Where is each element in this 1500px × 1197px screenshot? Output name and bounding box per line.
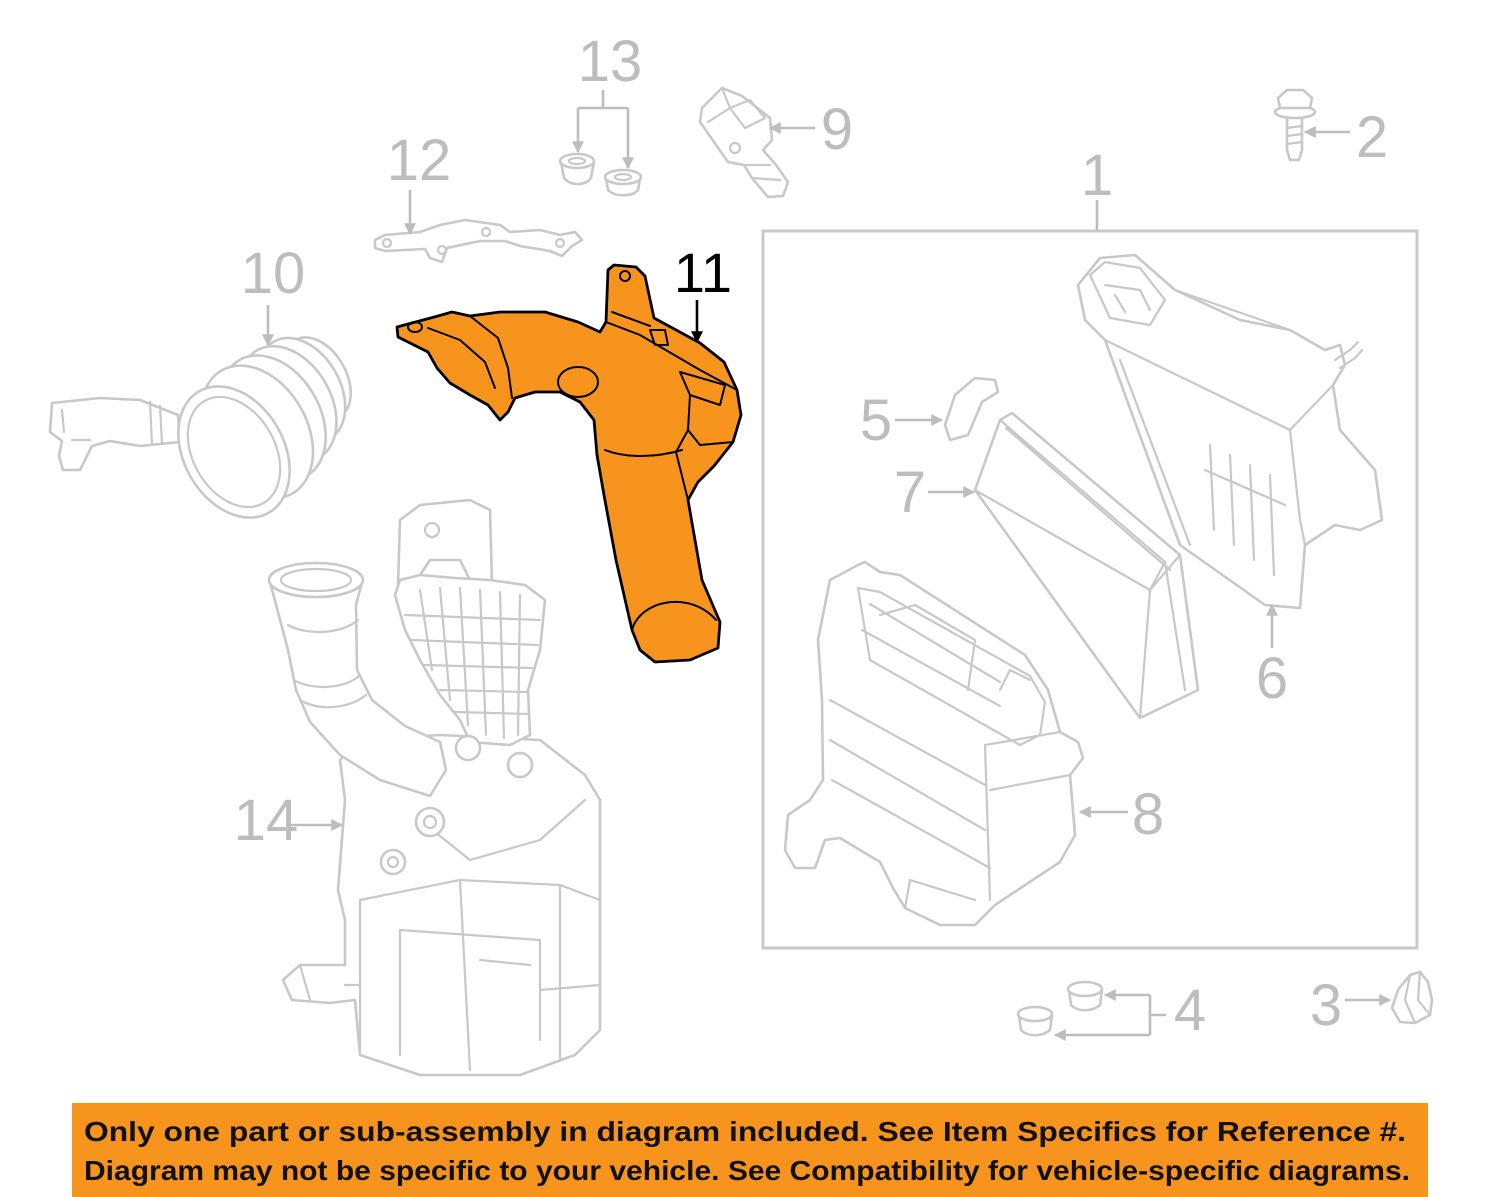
notice-banner-background (72, 1103, 1428, 1197)
part-7-edges (973, 418, 1187, 720)
part-9-sensor (698, 86, 790, 199)
part-12-hole (480, 226, 492, 238)
part-14-knob-inner (386, 855, 400, 869)
part-9-detail (706, 86, 782, 182)
part-14-tube-rings (286, 618, 368, 709)
part-14-knob (379, 848, 407, 876)
part-13-grommet-top (603, 168, 643, 186)
part-14-body (281, 733, 602, 1077)
part-8-outline (783, 560, 1085, 927)
part-10-opening-inner (186, 395, 282, 509)
part-12-hole (436, 244, 448, 256)
callout-11: 11 (674, 241, 732, 304)
part-11-tab-hole (619, 270, 631, 282)
part-6-outline (1076, 253, 1384, 610)
callout-6: 6 (1256, 646, 1288, 711)
part-2-threads (1285, 124, 1304, 146)
leader-4-bracket (1148, 995, 1166, 1035)
part-3-grommet (1390, 970, 1434, 1025)
part-14-knob (506, 751, 534, 779)
callout-3: 3 (1310, 973, 1342, 1038)
part-2-hex-head (1276, 88, 1314, 110)
part-2-shank (1285, 114, 1304, 162)
part-14-knob-inner (422, 814, 438, 830)
callout-14: 14 (234, 788, 299, 853)
part-14-mesh-grid (403, 586, 542, 740)
part-14-bracket-hole (423, 521, 441, 539)
part-13-grommet-hole (613, 172, 633, 182)
callout-5: 5 (860, 388, 892, 453)
part-8-tray (856, 586, 1047, 747)
notice-banner: Only one part or sub-assembly in diagram… (72, 1103, 1428, 1197)
part-14-knob (454, 734, 482, 762)
part-13-grommet-top (558, 152, 596, 170)
part-8-lower-case (783, 560, 1085, 927)
part-8-front-ribs (828, 668, 1072, 910)
part-13-grommets (558, 152, 643, 197)
part-6-nipple (1333, 340, 1364, 370)
part-6-cover (1076, 253, 1384, 610)
part-2-bolt (1273, 88, 1317, 162)
part-14-resonator (267, 498, 602, 1077)
leader-13-bracket (578, 90, 628, 110)
part-13-grommet-hole (567, 156, 587, 166)
part-14-mesh-housing (393, 573, 547, 747)
assembly-1-box (761, 229, 1419, 950)
callout-9: 9 (821, 97, 853, 162)
notice-line-1: Only one part or sub-assembly in diagram… (84, 1116, 1406, 1147)
callout-4: 4 (1174, 978, 1206, 1043)
part-11-flange-hole (407, 321, 423, 333)
callout-10: 10 (241, 241, 306, 306)
part-11-outline (395, 263, 743, 664)
part-6-edges (1103, 288, 1335, 547)
part-12-hole (381, 237, 393, 249)
part-4-grommet-top (1066, 980, 1104, 998)
part-14-lower-detail (298, 798, 602, 1072)
part-11-seams (427, 311, 738, 631)
part-14-knobs (379, 734, 534, 876)
part-11-intake-duct (395, 263, 743, 664)
callouts: 13 9 2 1 12 10 11 5 7 6 8 14 4 3 (234, 29, 1388, 1043)
part-4-grommet-top (1016, 1005, 1054, 1023)
part-3-detail (1403, 970, 1432, 1025)
part-12-hole (554, 237, 566, 249)
callout-2: 2 (1356, 105, 1388, 170)
part-14-inlet-opening-inner (279, 567, 353, 593)
part-11-dome (557, 366, 599, 398)
callout-12: 12 (387, 128, 452, 193)
part-6-neck (1088, 260, 1167, 327)
part-3-outline (1390, 970, 1434, 1025)
part-12-bracket (373, 218, 584, 264)
leader-arrows (262, 90, 1392, 1041)
part-14-knob (414, 806, 446, 838)
callout-8: 8 (1132, 782, 1164, 847)
part-4-grommets (1016, 980, 1104, 1037)
part-10-side-tube-detail (60, 400, 164, 446)
callout-1: 1 (1081, 143, 1113, 208)
part-9-hole (728, 141, 742, 155)
part-7-filter-element (973, 411, 1200, 720)
callout-7: 7 (894, 460, 926, 525)
part-5-clip (943, 376, 1000, 442)
part-12-outline (373, 218, 584, 264)
notice-line-2: Diagram may not be specific to your vehi… (84, 1155, 1410, 1186)
part-10-hose (48, 336, 353, 519)
part-10-side-tube (48, 396, 182, 472)
callout-13: 13 (578, 29, 643, 94)
part-6-ribs (1203, 443, 1287, 577)
